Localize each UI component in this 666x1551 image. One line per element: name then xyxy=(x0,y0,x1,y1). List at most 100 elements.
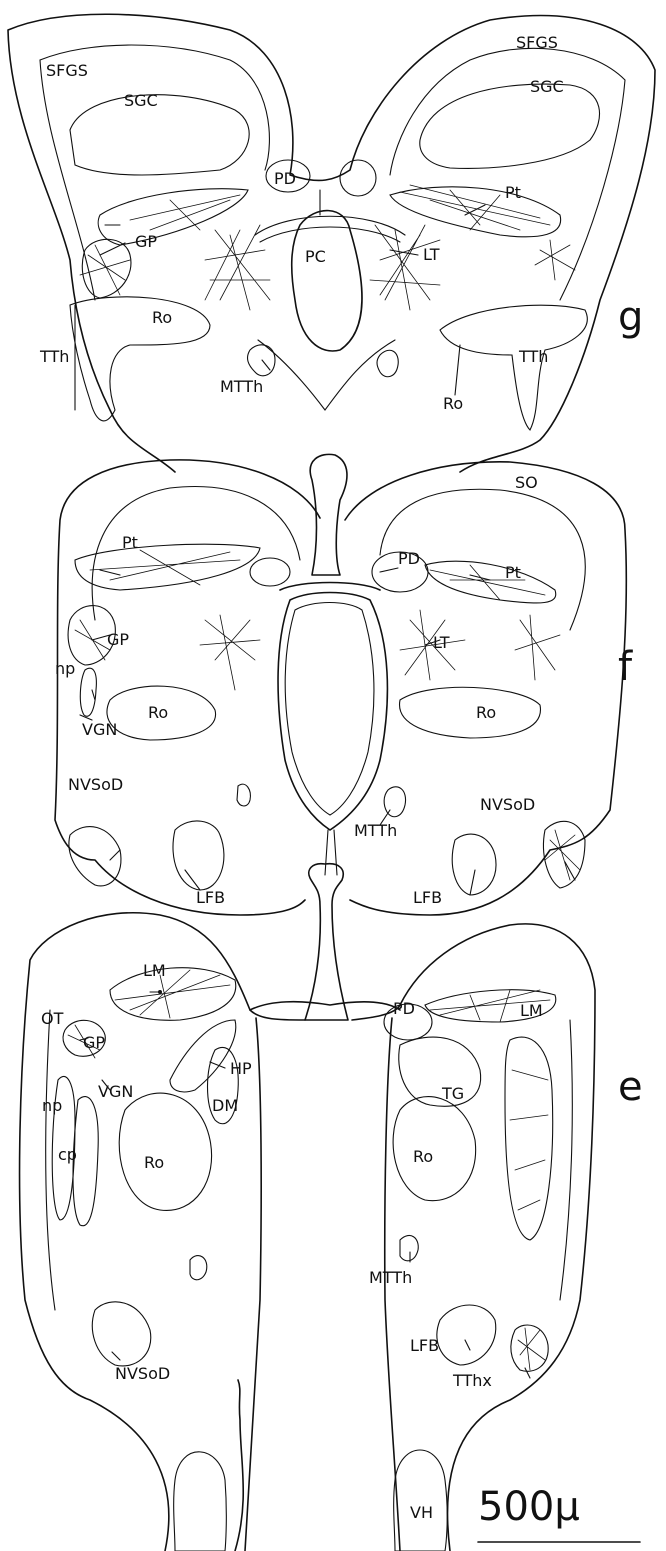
section-g-label-SGC-left: SGC xyxy=(124,91,158,110)
section-e-VH-left xyxy=(174,1452,227,1551)
section-f-outline-left xyxy=(55,460,320,915)
section-e-label-Ro-left: Ro xyxy=(144,1153,164,1172)
section-e-TG xyxy=(399,1037,481,1106)
section-g-label-PD: PD xyxy=(274,169,296,188)
section-f-Pt-left xyxy=(75,544,260,590)
section-f-label-Pt-right: Pt xyxy=(505,563,521,582)
section-g-label-TTh-right: TTh xyxy=(518,347,548,366)
section-g-label-LT: LT xyxy=(423,245,440,264)
section-f-label-GP: GP xyxy=(107,630,129,649)
section-f-stalk xyxy=(310,454,347,575)
section-f-GP-fibers xyxy=(75,615,560,680)
section-e: LM OT GP PD LM HP VGN np DM TG cp Ro Ro … xyxy=(20,913,643,1551)
section-f-ventricle-inner xyxy=(285,603,374,816)
section-e-label-Ro-right: Ro xyxy=(413,1147,433,1166)
section-e-label-cp: cp xyxy=(58,1145,77,1164)
section-f-label-LT: LT xyxy=(433,633,450,652)
section-f: SO Pt PD Pt GP LT np Ro Ro VGN NVSoD NVS… xyxy=(55,454,633,915)
section-g-label-Ro-right: Ro xyxy=(443,394,463,413)
section-e-label-MTTh: MTTh xyxy=(369,1268,412,1287)
section-e-blob-left xyxy=(190,1256,207,1280)
section-f-LT-fibers xyxy=(200,610,465,690)
section-g-label-MTTh: MTTh xyxy=(220,377,263,396)
section-e-outline-right xyxy=(352,924,595,1551)
section-e-LFB xyxy=(437,1305,496,1365)
section-g-label-Pt: Pt xyxy=(505,183,521,202)
section-e-NVSoD xyxy=(92,1302,150,1366)
section-fe-stalk xyxy=(305,864,348,1020)
section-f-label-Ro-left: Ro xyxy=(148,703,168,722)
section-f-label-LFB-left: LFB xyxy=(196,888,225,907)
section-e-LM-left xyxy=(110,968,236,1021)
section-f-label-np: np xyxy=(55,659,75,678)
section-f-label-PD: PD xyxy=(398,549,420,568)
scale-bar-label: 500μ xyxy=(478,1484,580,1530)
scale-bar: 500μ xyxy=(478,1484,640,1542)
section-f-ventricle xyxy=(278,583,387,831)
section-f-LFB-left xyxy=(173,821,224,890)
section-f-LFB-right xyxy=(452,834,496,895)
section-e-label-VH: VH xyxy=(410,1503,433,1522)
section-g-leaders xyxy=(100,190,485,395)
section-e-MTTh xyxy=(400,1235,418,1260)
section-e-label-VGN: VGN xyxy=(98,1082,133,1101)
section-f-PD-left xyxy=(250,558,290,586)
section-f-stem xyxy=(325,830,337,875)
section-g-SGC-left xyxy=(70,95,249,175)
section-f-label-LFB-right: LFB xyxy=(413,888,442,907)
section-f-leaders xyxy=(80,568,575,895)
section-f-label-MTTh: MTTh xyxy=(354,821,397,840)
section-e-label-np: np xyxy=(42,1096,62,1115)
section-e-label-TG: TG xyxy=(441,1084,464,1103)
section-e-leaders xyxy=(80,992,530,1378)
section-e-label-PD: PD xyxy=(393,999,415,1018)
section-e-label-LM-left: LM xyxy=(143,961,166,980)
section-f-Pt-right xyxy=(425,561,556,603)
section-f-NVSoD-fibers xyxy=(545,830,580,880)
section-e-right-lateral xyxy=(505,1037,553,1240)
section-g-Pt-right xyxy=(390,187,561,237)
section-g-Ro-left xyxy=(70,297,210,421)
section-e-ventricle-left xyxy=(245,1018,261,1551)
section-e-HP xyxy=(170,1020,236,1092)
section-f-label-Ro-right: Ro xyxy=(476,703,496,722)
section-g-PC xyxy=(292,211,362,351)
section-e-TThx-fibers xyxy=(518,1328,545,1370)
section-f-label-Pt-left: Pt xyxy=(122,533,138,552)
section-f-np xyxy=(80,668,96,716)
section-f-letter: f xyxy=(618,644,633,690)
section-e-VH xyxy=(394,1450,448,1551)
section-g-LT-arc xyxy=(255,216,405,242)
section-g-Pt-left xyxy=(98,189,248,245)
section-g-MTTh-left xyxy=(248,345,275,376)
section-e-label-LFB: LFB xyxy=(410,1336,439,1355)
section-e-label-HP: HP xyxy=(230,1059,252,1078)
section-g-PD-right xyxy=(340,160,376,196)
section-e-Ro-right xyxy=(393,1097,476,1201)
section-g: SFGS SGC SFGS SGC PD Pt PC GP LT Ro Ro T… xyxy=(8,14,655,472)
section-g-LT-fibers-right xyxy=(370,225,440,310)
section-g-label-TTh-left: TTh xyxy=(39,347,69,366)
section-f-label-VGN: VGN xyxy=(82,720,117,739)
section-g-letter: g xyxy=(618,294,643,340)
section-g-LT-fibers-left xyxy=(205,225,270,310)
section-g-label-SFGS-right: SFGS xyxy=(516,33,558,52)
section-e-label-NVSoD: NVSoD xyxy=(115,1364,170,1383)
section-g-label-SFGS-left: SFGS xyxy=(46,61,88,80)
section-g-SGC-right xyxy=(420,84,600,168)
section-f-Ro-right xyxy=(400,687,541,738)
section-e-letter: e xyxy=(618,1064,643,1110)
section-e-label-LM-right: LM xyxy=(520,1001,543,1020)
section-g-Pt-fibers xyxy=(130,185,550,230)
section-e-Ro-left xyxy=(119,1093,211,1210)
section-e-label-OT: OT xyxy=(41,1009,64,1028)
section-g-MTTh-right xyxy=(377,350,398,376)
section-e-right-lateral-fibers xyxy=(510,1070,548,1210)
section-g-label-SGC-right: SGC xyxy=(530,77,564,96)
section-f-label-SO: SO xyxy=(515,473,538,492)
section-f-MTTh xyxy=(384,787,405,817)
section-e-midline xyxy=(250,1002,400,1010)
section-g-label-Ro-left: Ro xyxy=(152,308,172,327)
section-e-label-TThx: TThx xyxy=(452,1371,492,1390)
